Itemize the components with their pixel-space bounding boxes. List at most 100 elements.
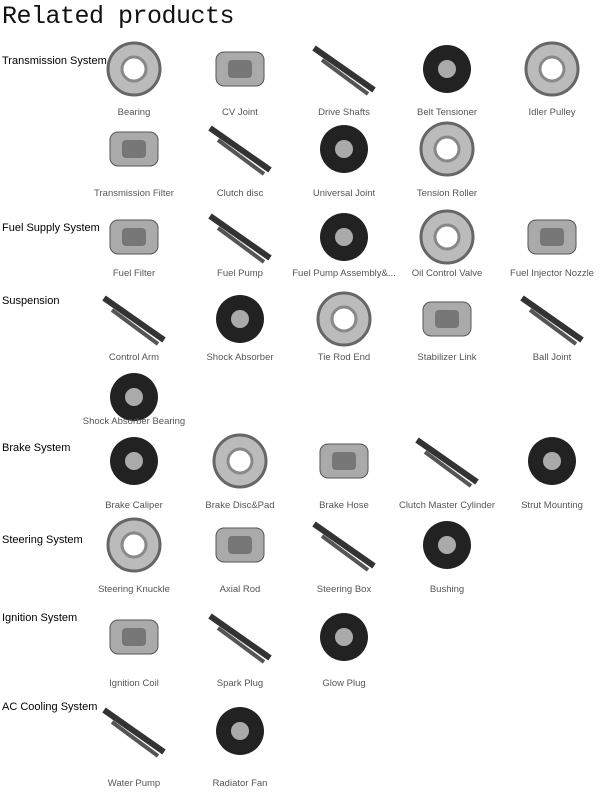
brake-hose-icon[interactable] xyxy=(302,430,386,492)
stabilizer-link-icon[interactable] xyxy=(405,288,489,350)
product-label[interactable]: Transmission Filter xyxy=(94,188,174,199)
product-brake-disc-pad[interactable]: Brake Disc&Pad xyxy=(188,430,292,514)
product-label[interactable]: Strut Mounting xyxy=(521,500,583,511)
product-label[interactable]: Glow Plug xyxy=(322,678,366,689)
product-label[interactable]: Axial Rod xyxy=(219,584,261,595)
product-label[interactable]: Clutch disc xyxy=(216,188,264,199)
product-label[interactable]: Drive Shafts xyxy=(318,107,370,118)
product-oil-control-valve[interactable]: Oil Control Valve xyxy=(395,206,499,282)
product-label[interactable]: Steering Box xyxy=(316,584,372,595)
product-label[interactable]: Water Pump xyxy=(107,778,161,789)
product-label[interactable]: Clutch Master Cylinder xyxy=(398,500,496,511)
product-label[interactable]: Oil Control Valve xyxy=(411,268,483,279)
belt-tensioner-icon[interactable] xyxy=(405,38,489,100)
product-label[interactable]: Shock Absorber Bearing xyxy=(82,416,186,427)
steering-knuckle-icon[interactable] xyxy=(92,514,176,576)
radiator-fan-icon[interactable] xyxy=(198,700,282,762)
product-water-pump[interactable]: Water Pump xyxy=(82,700,186,792)
product-glow-plug[interactable]: Glow Plug xyxy=(292,606,396,692)
fuel-pump-icon[interactable] xyxy=(198,206,282,268)
product-label[interactable]: Control Arm xyxy=(108,352,160,363)
drive-shaft-icon[interactable] xyxy=(302,38,386,100)
axial-rod-icon[interactable] xyxy=(198,514,282,576)
product-label[interactable]: Tie Rod End xyxy=(317,352,371,363)
brake-caliper-icon[interactable] xyxy=(92,430,176,492)
product-fuel-filter[interactable]: Fuel Filter xyxy=(82,206,186,282)
product-brake-caliper[interactable]: Brake Caliper xyxy=(82,430,186,514)
product-label[interactable]: Fuel Filter xyxy=(112,268,156,279)
tie-rod-end-icon[interactable] xyxy=(302,288,386,350)
ignition-coil-icon[interactable] xyxy=(92,606,176,668)
product-label[interactable]: Stabilizer Link xyxy=(417,352,477,363)
bearing-icon[interactable] xyxy=(92,38,176,100)
product-label[interactable]: Radiator Fan xyxy=(212,778,268,789)
product-label[interactable]: Brake Caliper xyxy=(105,500,163,511)
product-belt-tensioner[interactable]: Belt Tensioner xyxy=(395,38,499,121)
product-label[interactable]: Idler Pulley xyxy=(528,107,576,118)
product-label[interactable]: Steering Knuckle xyxy=(98,584,170,595)
product-label[interactable]: Ignition Coil xyxy=(109,678,159,689)
product-shock-absorber-bearing[interactable]: Shock Absorber Bearing xyxy=(82,366,186,430)
product-idler-pulley[interactable]: Idler Pulley xyxy=(500,38,600,121)
product-steering-box[interactable]: Steering Box xyxy=(292,514,396,598)
product-cv-joint[interactable]: CV Joint xyxy=(188,38,292,121)
product-label[interactable]: Tension Roller xyxy=(416,188,478,199)
product-steering-knuckle[interactable]: Steering Knuckle xyxy=(82,514,186,598)
product-shock-absorber[interactable]: Shock Absorber xyxy=(188,288,292,366)
product-bearing[interactable]: Bearing xyxy=(82,38,186,121)
product-label[interactable]: Brake Hose xyxy=(319,500,369,511)
product-transmission-filter[interactable]: Transmission Filter xyxy=(82,118,186,202)
product-universal-joint[interactable]: Universal Joint xyxy=(292,118,396,202)
product-label[interactable]: Spark Plug xyxy=(216,678,264,689)
product-label[interactable]: Bushing xyxy=(429,584,465,595)
product-label[interactable]: Universal Joint xyxy=(312,188,376,199)
product-tie-rod-end[interactable]: Tie Rod End xyxy=(292,288,396,366)
product-drive-shafts[interactable]: Drive Shafts xyxy=(292,38,396,121)
spark-plug-icon[interactable] xyxy=(198,606,282,668)
universal-joint-icon[interactable] xyxy=(302,118,386,180)
clutch-disc-icon[interactable] xyxy=(198,118,282,180)
product-axial-rod[interactable]: Axial Rod xyxy=(188,514,292,598)
product-label[interactable]: Shock Absorber xyxy=(206,352,274,363)
product-control-arm[interactable]: Control Arm xyxy=(82,288,186,366)
oil-control-valve-icon[interactable] xyxy=(405,206,489,268)
product-radiator-fan[interactable]: Radiator Fan xyxy=(188,700,292,792)
product-label[interactable]: Ball Joint xyxy=(532,352,572,363)
product-label[interactable]: Fuel Pump xyxy=(217,268,263,279)
product-stabilizer-link[interactable]: Stabilizer Link xyxy=(395,288,499,366)
shock-absorber-icon[interactable] xyxy=(198,288,282,350)
fuel-pump-assembly-icon[interactable] xyxy=(302,206,386,268)
product-brake-hose[interactable]: Brake Hose xyxy=(292,430,396,514)
product-ball-joint[interactable]: Ball Joint xyxy=(500,288,600,366)
glow-plug-icon[interactable] xyxy=(302,606,386,668)
product-fuel-pump-assembly[interactable]: Fuel Pump Assembly&... xyxy=(292,206,396,282)
shock-absorber-bearing-icon[interactable] xyxy=(92,366,176,428)
ball-joint-icon[interactable] xyxy=(510,288,594,350)
product-label[interactable]: Fuel Pump Assembly&... xyxy=(292,268,396,279)
strut-mounting-icon[interactable] xyxy=(510,430,594,492)
tension-roller-icon[interactable] xyxy=(405,118,489,180)
water-pump-icon[interactable] xyxy=(92,700,176,762)
product-label[interactable]: CV Joint xyxy=(222,107,258,118)
transmission-filter-icon[interactable] xyxy=(92,118,176,180)
product-ignition-coil[interactable]: Ignition Coil xyxy=(82,606,186,692)
clutch-master-cylinder-icon[interactable] xyxy=(405,430,489,492)
product-fuel-pump[interactable]: Fuel Pump xyxy=(188,206,292,282)
fuel-injector-icon[interactable] xyxy=(510,206,594,268)
product-label[interactable]: Fuel Injector Nozzle xyxy=(510,268,594,279)
product-fuel-injector-nozzle[interactable]: Fuel Injector Nozzle xyxy=(500,206,600,282)
product-bushing[interactable]: Bushing xyxy=(395,514,499,598)
product-label[interactable]: Bearing xyxy=(117,107,151,118)
control-arm-icon[interactable] xyxy=(92,288,176,350)
product-clutch-master-cylinder[interactable]: Clutch Master Cylinder xyxy=(395,430,499,514)
fuel-filter-icon[interactable] xyxy=(92,206,176,268)
bushing-icon[interactable] xyxy=(405,514,489,576)
product-clutch-disc[interactable]: Clutch disc xyxy=(188,118,292,202)
product-spark-plug[interactable]: Spark Plug xyxy=(188,606,292,692)
product-label[interactable]: Belt Tensioner xyxy=(416,107,478,118)
product-strut-mounting[interactable]: Strut Mounting xyxy=(500,430,600,514)
brake-disc-icon[interactable] xyxy=(198,430,282,492)
cv-joint-icon[interactable] xyxy=(198,38,282,100)
product-tension-roller[interactable]: Tension Roller xyxy=(395,118,499,202)
idler-pulley-icon[interactable] xyxy=(510,38,594,100)
